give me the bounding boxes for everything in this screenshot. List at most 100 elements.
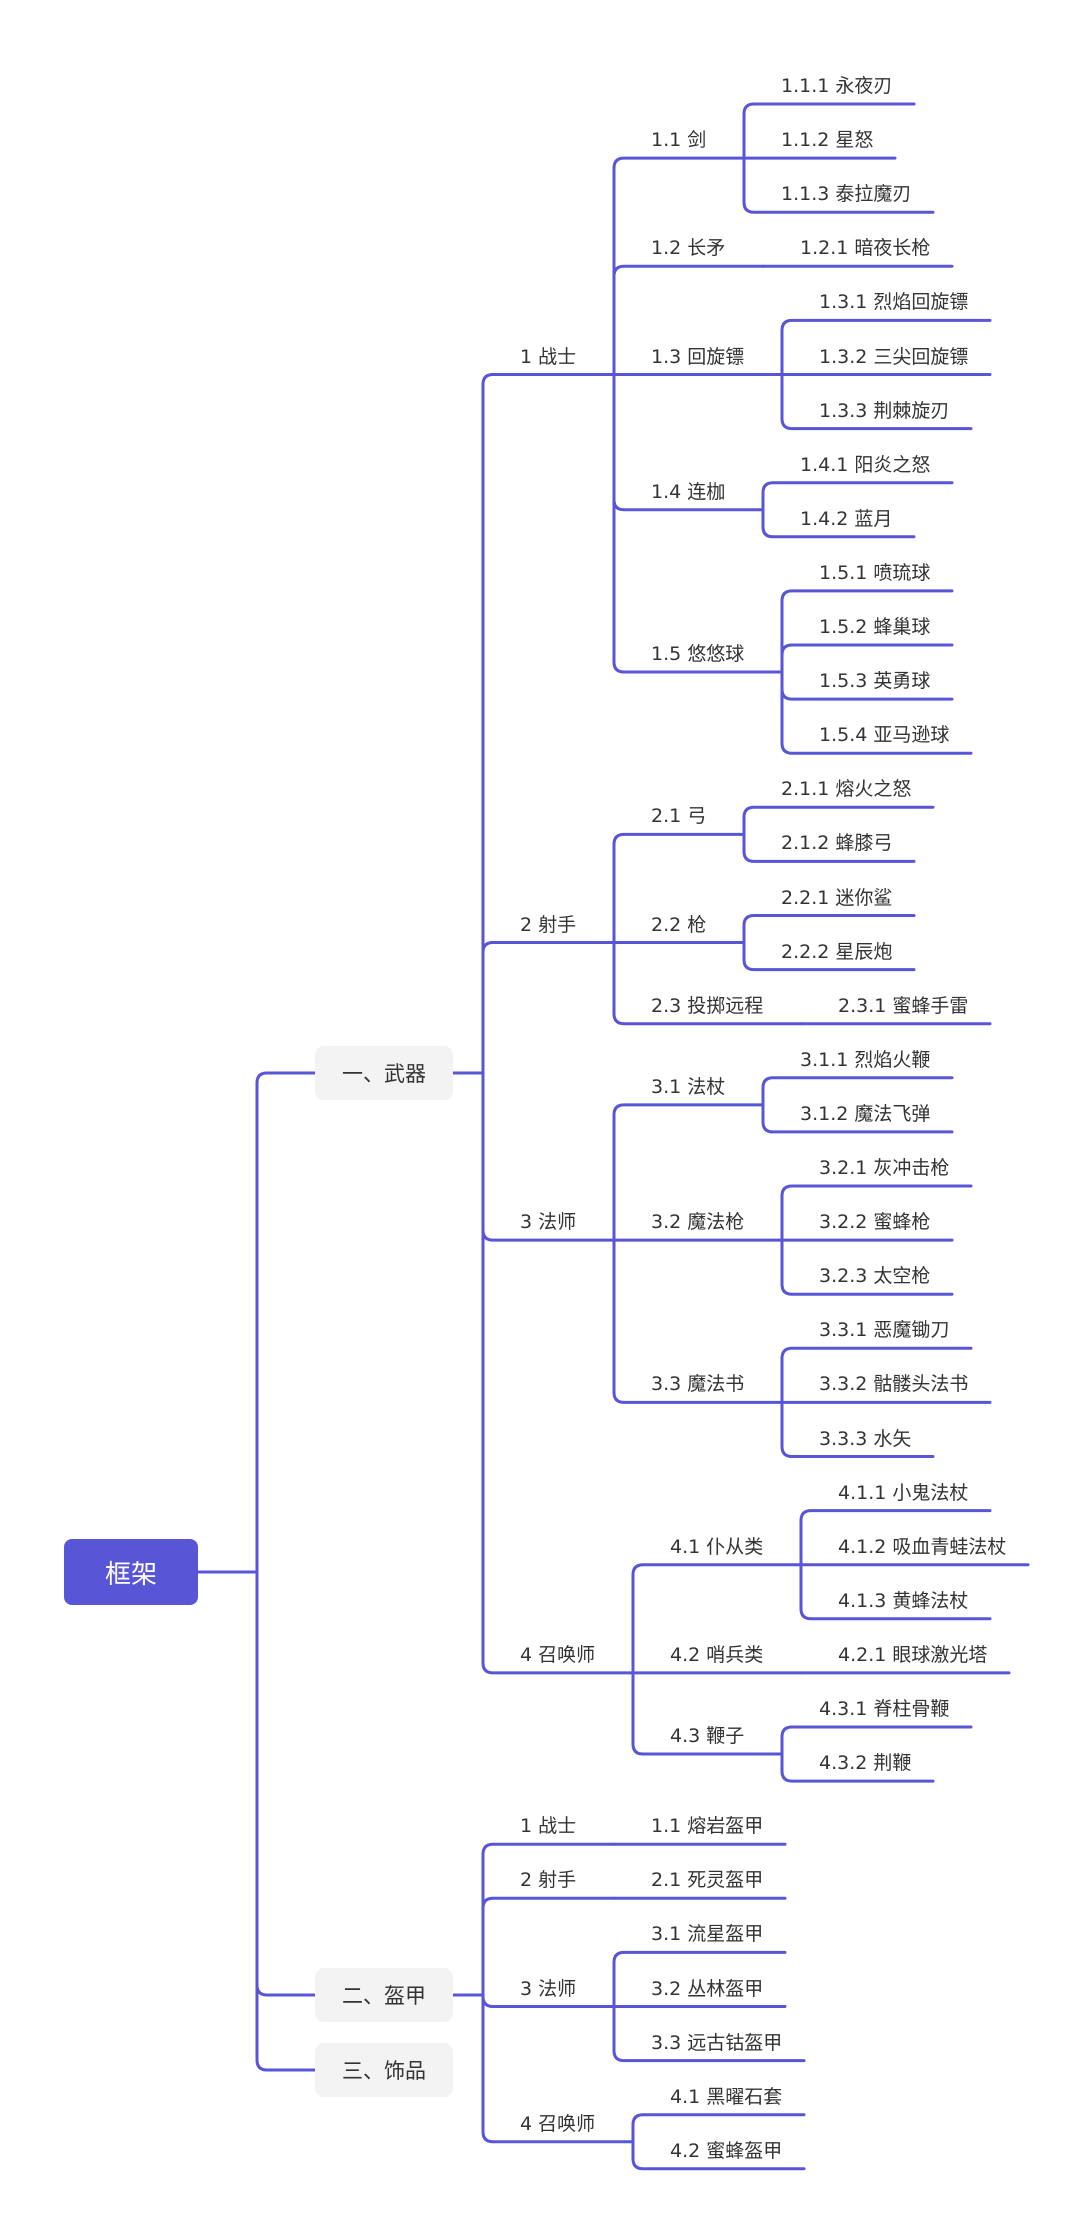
leaf-node[interactable]: 2.3.1 蜜蜂手雷 [838,994,969,1017]
connector-level2 [481,373,616,1075]
connector-level4 [780,318,992,376]
branch-node-level3[interactable]: 4.2 哨兵类 [670,1643,764,1666]
connector-level1 [255,1071,317,1574]
connector-level3 [612,373,784,674]
leaf-node[interactable]: 4.1 黑曜石套 [670,2085,783,2108]
connector-level1 [255,1570,317,1997]
branch-node-level3[interactable]: 1.4 连枷 [651,480,726,503]
branch-node-level2[interactable]: 3 法师 [520,1977,577,2000]
branch-node-level2[interactable]: 4 召唤师 [520,1643,596,1666]
leaf-node[interactable]: 2.1.1 熔火之怒 [781,778,912,801]
branch-node-level3[interactable]: 2.3 投掷远程 [651,994,764,1017]
leaf-node[interactable]: 1.5.1 喷琉球 [819,561,931,584]
leaf-node[interactable]: 1.3.2 三尖回旋镖 [819,345,969,368]
connector-level4 [780,670,973,755]
connector-level4 [780,1725,973,1756]
leaf-node[interactable]: 3.1.1 烈焰火鞭 [800,1048,931,1071]
leaf-node[interactable]: 1.3.1 烈焰回旋镖 [819,291,969,314]
connector-level4 [780,589,954,674]
connector-level3 [631,2113,806,2144]
connector-level3 [631,2140,806,2171]
connector-level4 [780,373,973,431]
connector-level3 [612,1950,787,2008]
leaf-node[interactable]: 4.2 蜜蜂盔甲 [670,2139,783,2162]
leaf-node[interactable]: 4.1.1 小鬼法杖 [838,1481,969,1504]
leaf-node[interactable]: 4.2.1 眼球激光塔 [838,1643,988,1666]
connector-level4 [742,941,916,972]
branch-node-level2[interactable]: 1 战士 [520,345,577,368]
branch-node-level3[interactable]: 1.5 悠悠球 [651,643,745,666]
branch-node-level3[interactable]: 4.1 仆从类 [670,1535,764,1558]
leaf-node[interactable]: 3.3.1 恶魔锄刀 [819,1319,950,1342]
connector-level3 [612,264,765,376]
branch-node-level3[interactable]: 3.2 魔法枪 [651,1211,745,1234]
branch-node-level3[interactable]: 1.3 回旋镖 [651,345,745,368]
connector-level4 [780,1238,954,1296]
branch-node-level2[interactable]: 4 召唤师 [520,2112,596,2135]
leaf-node[interactable]: 3.2.3 太空枪 [819,1265,931,1288]
connector-level4 [761,481,954,512]
leaf-node[interactable]: 2.2.1 迷你鲨 [781,886,893,909]
leaf-node[interactable]: 1.1 熔岩盔甲 [651,1815,764,1838]
branch-node-level2[interactable]: 3 法师 [520,1211,577,1234]
connector-level4 [799,1509,992,1567]
leaf-node[interactable]: 2.2.2 星辰炮 [781,940,893,963]
branch-node-level3[interactable]: 3.1 法杖 [651,1075,726,1098]
branch-node-level3[interactable]: 4.3 鞭子 [670,1725,745,1748]
connector-level4 [780,1346,973,1404]
root-node[interactable]: 框架 [64,1539,198,1605]
leaf-node[interactable]: 2.1.2 蜂膝弓 [781,832,893,855]
connector-level2 [481,1842,616,1997]
branch-node-level2[interactable]: 2 射手 [520,913,577,936]
leaf-node[interactable]: 4.1.3 黄蜂法杖 [838,1589,969,1612]
branch-node-level3[interactable]: 3.3 魔法书 [651,1373,745,1396]
leaf-node[interactable]: 1.1.3 泰拉魔刃 [781,183,912,206]
connector-level1 [255,1570,317,2072]
leaf-node[interactable]: 1.1.2 星怒 [781,129,874,152]
leaf-node[interactable]: 1.5.4 亚马逊球 [819,724,950,747]
leaf-node[interactable]: 3.3.2 骷髅头法书 [819,1373,969,1396]
leaf-node[interactable]: 1.1.1 永夜刃 [781,75,893,97]
connector-level3 [612,941,803,1026]
leaf-node[interactable]: 1.4.1 阳炎之怒 [800,453,931,476]
branch-node-level2[interactable]: 1 战士 [520,1815,577,1838]
connector-level2 [481,1993,635,2144]
connector-level3 [612,156,746,376]
leaf-node[interactable]: 3.2.2 蜜蜂枪 [819,1211,931,1234]
branch-node-level3[interactable]: 2.1 弓 [651,805,707,828]
branch-node-level3[interactable]: 2.2 枪 [651,913,707,936]
connector-level4 [761,1076,954,1107]
branch-node-level3[interactable]: 1.1 剑 [651,129,707,152]
leaf-node[interactable]: 3.2.1 灰冲击枪 [819,1157,950,1179]
connector-level4 [780,1752,935,1783]
leaf-node[interactable]: 3.2 丛林盔甲 [651,1977,764,2000]
leaf-node[interactable]: 1.3.3 荆棘旋刃 [819,399,950,422]
connector-level4 [761,508,916,539]
leaf-node[interactable]: 3.1 流星盔甲 [651,1923,764,1946]
leaf-node[interactable]: 2.1 死灵盔甲 [651,1869,764,1892]
connector-level4 [742,156,935,214]
category-node[interactable]: 三、饰品 [315,2043,453,2097]
connector-level4 [742,805,935,836]
connector-level3 [612,2005,806,2063]
connector-level3 [612,1103,765,1242]
leaf-node[interactable]: 3.1.2 魔法飞弹 [800,1102,931,1125]
leaf-node[interactable]: 1.4.2 蓝月 [800,507,893,530]
category-node[interactable]: 二、盔甲 [315,1968,453,2022]
leaf-node[interactable]: 4.3.1 脊柱骨鞭 [819,1698,950,1720]
leaf-node[interactable]: 1.5.3 英勇球 [819,670,931,693]
leaf-node[interactable]: 3.3 远古钴盔甲 [651,2031,783,2054]
connector-level4 [780,643,954,674]
leaf-node[interactable]: 4.1.2 吸血青蛙法杖 [838,1535,1007,1558]
branch-node-level3[interactable]: 1.2 长矛 [651,237,726,260]
connector-level3 [612,1238,784,1404]
category-node[interactable]: 一、武器 [315,1046,453,1100]
leaf-node[interactable]: 1.2.1 暗夜长枪 [800,237,931,260]
connector-level3 [612,832,746,945]
leaf-node[interactable]: 3.3.3 水矢 [819,1427,912,1450]
connector-level2 [481,1071,635,1675]
connector-level4 [780,1400,935,1458]
leaf-node[interactable]: 1.5.2 蜂巢球 [819,616,931,638]
branch-node-level2[interactable]: 2 射手 [520,1869,577,1892]
leaf-node[interactable]: 4.3.2 荆鞭 [819,1752,912,1775]
